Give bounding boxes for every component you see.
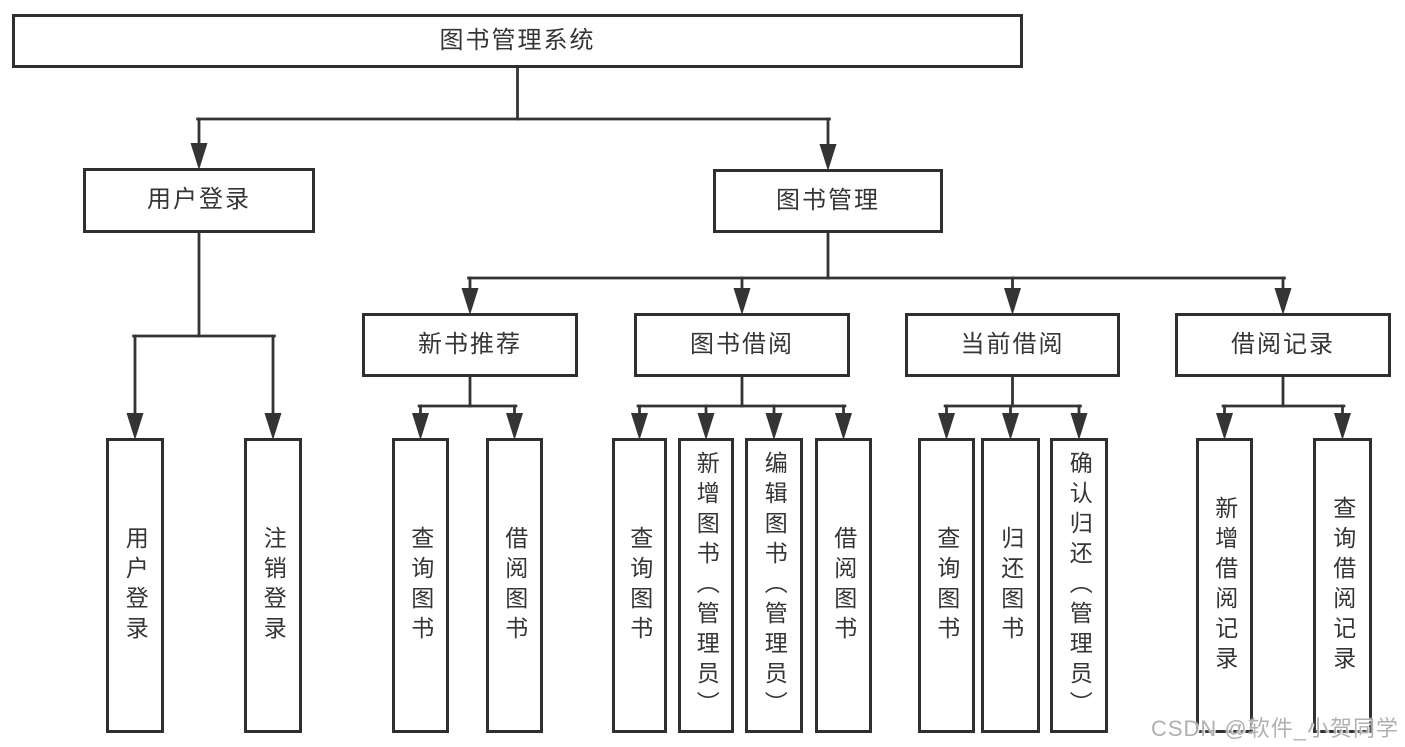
arrowhead-down-icon bbox=[190, 143, 208, 170]
node-label: 用户登录 bbox=[147, 186, 251, 214]
arrowhead-down-icon bbox=[1002, 413, 1019, 440]
arrowhead-down-icon bbox=[461, 288, 479, 315]
node-label: 查询图书 bbox=[933, 525, 960, 646]
node-label: 用户登录 bbox=[122, 525, 149, 646]
node-root: 图书管理系统 bbox=[12, 14, 1023, 68]
arrowhead-down-icon bbox=[1070, 413, 1088, 440]
node-label: 查询借阅记录 bbox=[1329, 495, 1356, 676]
node-leaf-query-borrow-record: 查询借阅记录 bbox=[1313, 438, 1372, 733]
node-label: 查询图书 bbox=[626, 525, 653, 646]
node-label: 借阅图书 bbox=[830, 525, 857, 646]
node-label: 借阅图书 bbox=[501, 525, 528, 646]
node-leaf-logout: 注销登录 bbox=[244, 438, 302, 733]
arrowhead-down-icon bbox=[1274, 288, 1292, 315]
arrowhead-down-icon bbox=[765, 413, 783, 440]
arrowhead-down-icon bbox=[697, 413, 715, 440]
node-leaf-user-login: 用户登录 bbox=[106, 438, 164, 733]
arrowhead-down-icon bbox=[1334, 413, 1351, 440]
arrowhead-down-icon bbox=[264, 413, 282, 440]
node-label: 新书推荐 bbox=[418, 330, 522, 358]
node-label: 图书管理 bbox=[776, 186, 880, 214]
node-label: 注销登录 bbox=[260, 525, 287, 646]
arrowhead-down-icon bbox=[835, 413, 852, 440]
node-leaf-query-book-3: 查询图书 bbox=[918, 438, 975, 733]
node-new-book-rec: 新书推荐 bbox=[362, 313, 578, 377]
node-leaf-borrow-book-1: 借阅图书 bbox=[486, 438, 543, 733]
arrowhead-down-icon bbox=[1216, 413, 1233, 440]
node-leaf-add-borrow-record: 新增借阅记录 bbox=[1196, 438, 1253, 733]
arrowhead-down-icon bbox=[938, 413, 955, 440]
node-leaf-add-book: 新增图书（管理员） bbox=[678, 438, 734, 733]
node-label: 借阅记录 bbox=[1231, 330, 1335, 358]
node-leaf-query-book-1: 查询图书 bbox=[392, 438, 449, 733]
node-book-borrow: 图书借阅 bbox=[634, 313, 850, 377]
node-leaf-return-book: 归还图书 bbox=[981, 438, 1040, 733]
node-leaf-query-book-2: 查询图书 bbox=[612, 438, 667, 733]
node-label: 新增图书（管理员） bbox=[693, 450, 720, 721]
node-leaf-confirm-return: 确认归还（管理员） bbox=[1050, 438, 1108, 733]
node-leaf-borrow-book-2: 借阅图书 bbox=[815, 438, 872, 733]
node-label: 归还图书 bbox=[997, 525, 1024, 646]
arrowhead-down-icon bbox=[733, 288, 751, 315]
node-book-mgmt: 图书管理 bbox=[713, 169, 943, 233]
node-label: 编辑图书（管理员） bbox=[761, 450, 788, 721]
node-label: 确认归还（管理员） bbox=[1066, 450, 1093, 721]
arrowhead-down-icon bbox=[1004, 288, 1021, 315]
node-user-login: 用户登录 bbox=[83, 168, 315, 233]
node-label: 新增借阅记录 bbox=[1211, 495, 1238, 676]
arrowhead-down-icon bbox=[126, 413, 144, 440]
arrowhead-down-icon bbox=[819, 144, 837, 171]
node-label: 图书借阅 bbox=[690, 330, 794, 358]
arrowhead-down-icon bbox=[631, 413, 648, 440]
node-borrow-records: 借阅记录 bbox=[1175, 313, 1391, 377]
node-label: 查询图书 bbox=[407, 525, 434, 646]
node-label: 当前借阅 bbox=[960, 330, 1065, 358]
node-leaf-edit-book: 编辑图书（管理员） bbox=[745, 438, 803, 733]
node-current-borrow: 当前借阅 bbox=[905, 313, 1120, 377]
node-label: 图书管理系统 bbox=[439, 26, 596, 54]
arrowhead-down-icon bbox=[412, 413, 429, 440]
arrowhead-down-icon bbox=[506, 413, 523, 440]
